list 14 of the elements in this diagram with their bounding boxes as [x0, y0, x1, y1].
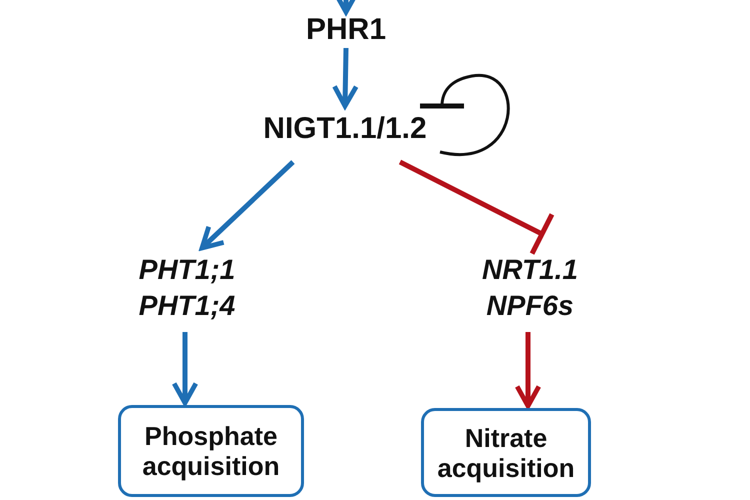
arrow	[200, 160, 295, 250]
outcome-box	[421, 408, 591, 497]
outcome-label: Nitrate acquisition	[436, 422, 576, 482]
outcome-label: Phosphate acquisition	[141, 421, 281, 481]
inhibition-line	[398, 160, 554, 256]
inhibition-line	[418, 74, 510, 156]
gene-label: PHT1;1 PHT1;4	[138, 253, 236, 323]
protein-label: PHR1	[306, 13, 386, 47]
arrow	[514, 332, 542, 408]
outcome-box	[118, 405, 304, 497]
arrow	[332, 48, 359, 108]
arrow	[172, 332, 198, 406]
protein-label: NIGT1.1/1.2	[263, 112, 427, 146]
gene-label: NRT1.1 NPF6s	[481, 253, 579, 323]
